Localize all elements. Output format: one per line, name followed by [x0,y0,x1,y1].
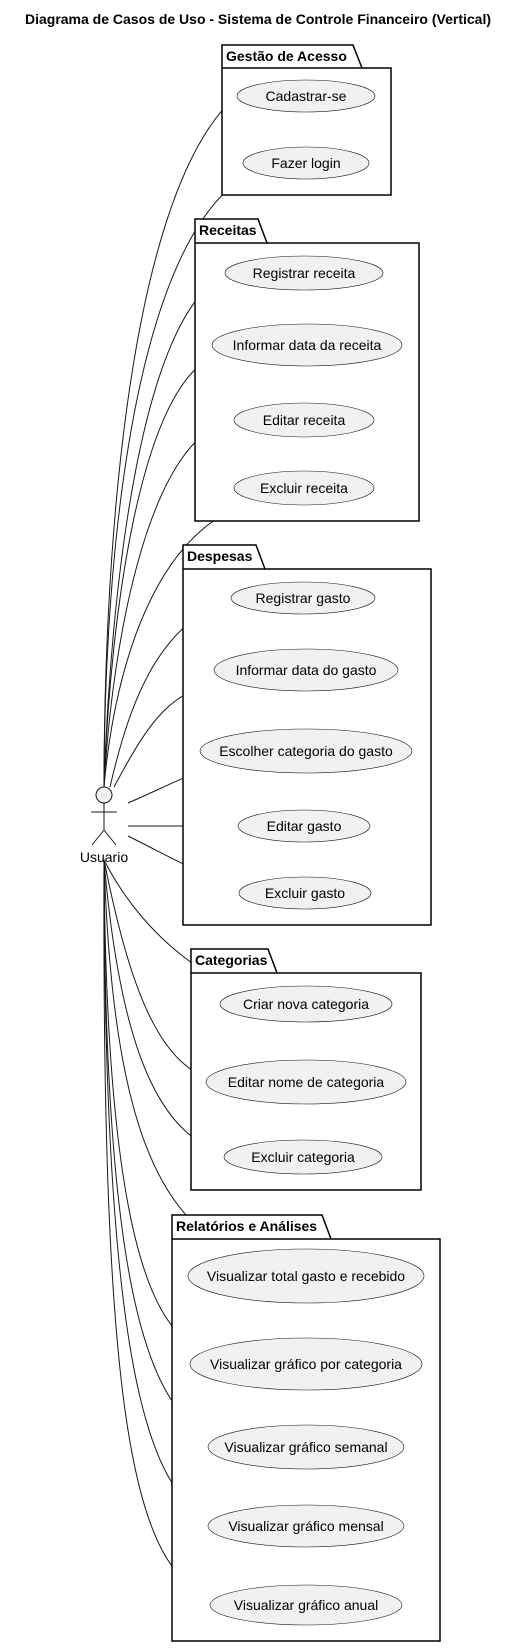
package-categorias: Categorias Criar nova categoria Editar n… [190,948,422,1191]
package-name: Gestão de Acesso [226,48,347,64]
usecase-registrar-gasto[interactable]: Registrar gasto [230,581,376,615]
usecase-visualizar-grafico-semanal[interactable]: Visualizar gráfico semanal [207,1424,405,1470]
association-arrow [103,353,219,788]
usecase-label: Informar data do gasto [236,662,377,678]
package-receitas: Receitas Registrar receita Informar data… [194,218,420,522]
usecase-label: Escolher categoria do gasto [219,743,393,759]
usecase-excluir-categoria[interactable]: Excluir categoria [223,1139,383,1175]
usecase-editar-gasto[interactable]: Editar gasto [237,809,371,843]
usecase-label: Excluir gasto [265,885,345,901]
package-relatorios-e-analises: Relatórios e Análises Visualizar total g… [171,1214,441,1642]
usecase-criar-nova-categoria[interactable]: Criar nova categoria [219,985,393,1023]
usecase-label: Visualizar gráfico anual [234,1597,379,1613]
package-name: Despesas [187,548,253,564]
usecase-informar-data-do-gasto[interactable]: Informar data do gasto [213,648,399,692]
stick-figure-icon [91,786,117,846]
usecase-label: Visualizar gráfico por categoria [210,1356,402,1372]
usecase-label: Editar nome de categoria [228,1074,385,1090]
usecase-label: Fazer login [271,155,340,171]
usecase-label: Registrar receita [253,265,356,281]
usecase-editar-receita[interactable]: Editar receita [233,402,375,438]
usecase-label: Cadastrar-se [266,88,347,104]
actor-usuario[interactable]: Usuario [80,786,128,865]
usecase-excluir-receita[interactable]: Excluir receita [233,470,375,506]
usecase-label: Visualizar gráfico mensal [228,1518,383,1534]
usecase-cadastrar-se[interactable]: Cadastrar-se [236,79,376,113]
usecase-label: Visualizar total gasto e recebido [207,1268,405,1284]
usecase-escolher-categoria-do-gasto[interactable]: Escolher categoria do gasto [199,728,413,774]
package-name: Relatórios e Análises [176,1218,317,1234]
usecase-visualizar-grafico-por-categoria[interactable]: Visualizar gráfico por categoria [189,1337,423,1391]
usecase-registrar-receita[interactable]: Registrar receita [224,255,384,291]
usecase-label: Excluir receita [260,480,348,496]
usecase-visualizar-grafico-anual[interactable]: Visualizar gráfico anual [209,1584,403,1626]
diagram-title: Diagrama de Casos de Uso - Sistema de Co… [25,11,491,27]
association-arrow [103,169,258,788]
usecase-fazer-login[interactable]: Fazer login [242,146,370,180]
actor-label: Usuario [80,849,128,865]
usecase-label: Excluir categoria [251,1149,355,1165]
usecase-visualizar-grafico-mensal[interactable]: Visualizar gráfico mensal [207,1504,405,1548]
usecase-editar-nome-de-categoria[interactable]: Editar nome de categoria [205,1059,407,1105]
package-name: Categorias [195,952,268,968]
usecase-label: Editar gasto [267,818,342,834]
usecase-label: Criar nova categoria [243,996,369,1012]
usecase-label: Informar data da receita [233,337,382,353]
usecase-visualizar-total-gasto-e-recebido[interactable]: Visualizar total gasto e recebido [187,1248,425,1304]
package-despesas: Despesas Registrar gasto Informar data d… [182,544,432,926]
package-gestao-de-acesso: Gestão de Acesso Cadastrar-se Fazer logi… [221,44,392,196]
package-name: Receitas [199,222,257,238]
usecase-informar-data-da-receita[interactable]: Informar data da receita [211,323,403,367]
usecase-excluir-gasto[interactable]: Excluir gasto [238,876,372,910]
usecase-label: Visualizar gráfico semanal [224,1439,387,1455]
usecase-label: Registrar gasto [256,590,351,606]
usecase-label: Editar receita [263,412,346,428]
